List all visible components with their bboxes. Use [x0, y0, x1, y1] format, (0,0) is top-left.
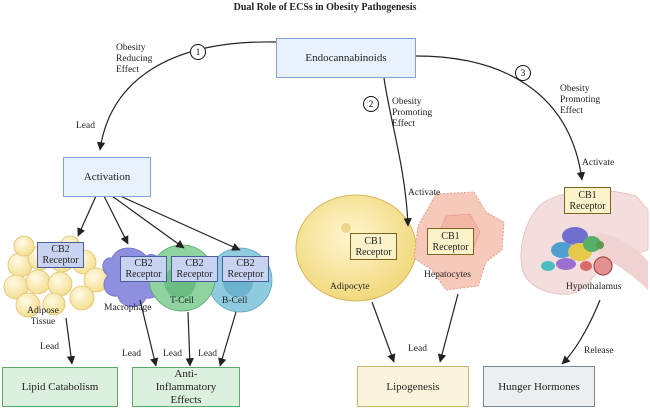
- activate-label-hypothalamus: Activate: [582, 158, 615, 168]
- arrow-tcell-anti: [185, 311, 194, 367]
- path-1-effect-label: Obesity Reducing Effect: [116, 43, 153, 75]
- adipose-tissue-illustration: [3, 235, 109, 318]
- activate-label-hepatocytes: Activate: [408, 188, 441, 198]
- hypothalamus-label: Hypothalamus: [566, 282, 622, 292]
- cb2-receptor-tcell: CB2 Receptor: [171, 256, 218, 282]
- anti-inflammatory-node: Anti-Inflammatory Effects: [132, 367, 240, 407]
- hunger-hormones-node: Hunger Hormones: [483, 366, 595, 407]
- diagram-title: Dual Role of ECSs in Obesity Pathogenesi…: [233, 2, 417, 13]
- cb1-receptor-adipocyte: CB1 Receptor: [350, 233, 397, 260]
- lead-label-tcell: Lead: [163, 349, 182, 359]
- lead-label-bcell: Lead: [198, 349, 217, 359]
- arrow-endo-activation: [96, 41, 277, 151]
- path-2-marker: 2: [363, 96, 379, 112]
- arrow-activation-bcell: [119, 195, 241, 251]
- release-label-hunger: Release: [584, 346, 614, 356]
- lipogenesis-node: Lipogenesis: [357, 366, 469, 407]
- arrow-macrophage-anti: [139, 299, 159, 367]
- arrow-hepatocytes-lipogenesis: [437, 293, 459, 363]
- arrow-adipose-lipid: [65, 317, 76, 365]
- cb1-receptor-hypothalamus: CB1 Receptor: [564, 187, 611, 214]
- lead-label-lipid: Lead: [40, 342, 59, 352]
- activation-node: Activation: [63, 157, 151, 197]
- arrow-endo-hypothalamus: [415, 55, 586, 181]
- lipid-catabolism-node: Lipid Catabolism: [2, 367, 118, 407]
- lead-label-lipogenesis: Lead: [408, 344, 427, 354]
- path-3-marker: 3: [515, 65, 531, 81]
- arrow-activation-adipose: [77, 195, 97, 237]
- b-cell-label: B-Cell: [222, 296, 248, 306]
- path-1-marker: 1: [190, 44, 206, 60]
- cb2-receptor-macrophage: CB2 Receptor: [120, 256, 167, 282]
- lead-label-activation: Lead: [76, 121, 95, 131]
- hepatocytes-label: Hepatocytes: [424, 270, 471, 280]
- endocannabinoids-node: Endocannabinoids: [276, 38, 416, 78]
- arrow-endo-cb1-adipocyte: [383, 77, 412, 227]
- macrophage-label: Macrophage: [104, 303, 152, 313]
- cb2-receptor-adipose: CB2 Receptor: [37, 242, 84, 268]
- arrow-bcell-anti: [218, 311, 237, 367]
- arrow-hypothalamus-hunger: [561, 299, 601, 365]
- arrow-adipocyte-lipogenesis: [371, 301, 396, 363]
- cb1-receptor-hepatocytes: CB1 Receptor: [427, 228, 474, 255]
- path-2-effect-label: Obesity Promoting Effect: [392, 97, 433, 129]
- hypothalamus-illustration: [520, 190, 649, 295]
- cb2-receptor-bcell: CB2 Receptor: [222, 256, 269, 282]
- lead-label-macrophage: Lead: [122, 349, 141, 359]
- adipocyte-label: Adipocyte: [330, 282, 370, 292]
- t-cell-label: T-Cell: [170, 296, 194, 306]
- arrow-activation-macrophage: [103, 195, 129, 245]
- adipose-tissue-label: Adipose Tissue: [27, 306, 59, 327]
- arrow-activation-tcell: [111, 195, 185, 249]
- path-3-effect-label: Obesity Promoting Effect: [560, 84, 601, 116]
